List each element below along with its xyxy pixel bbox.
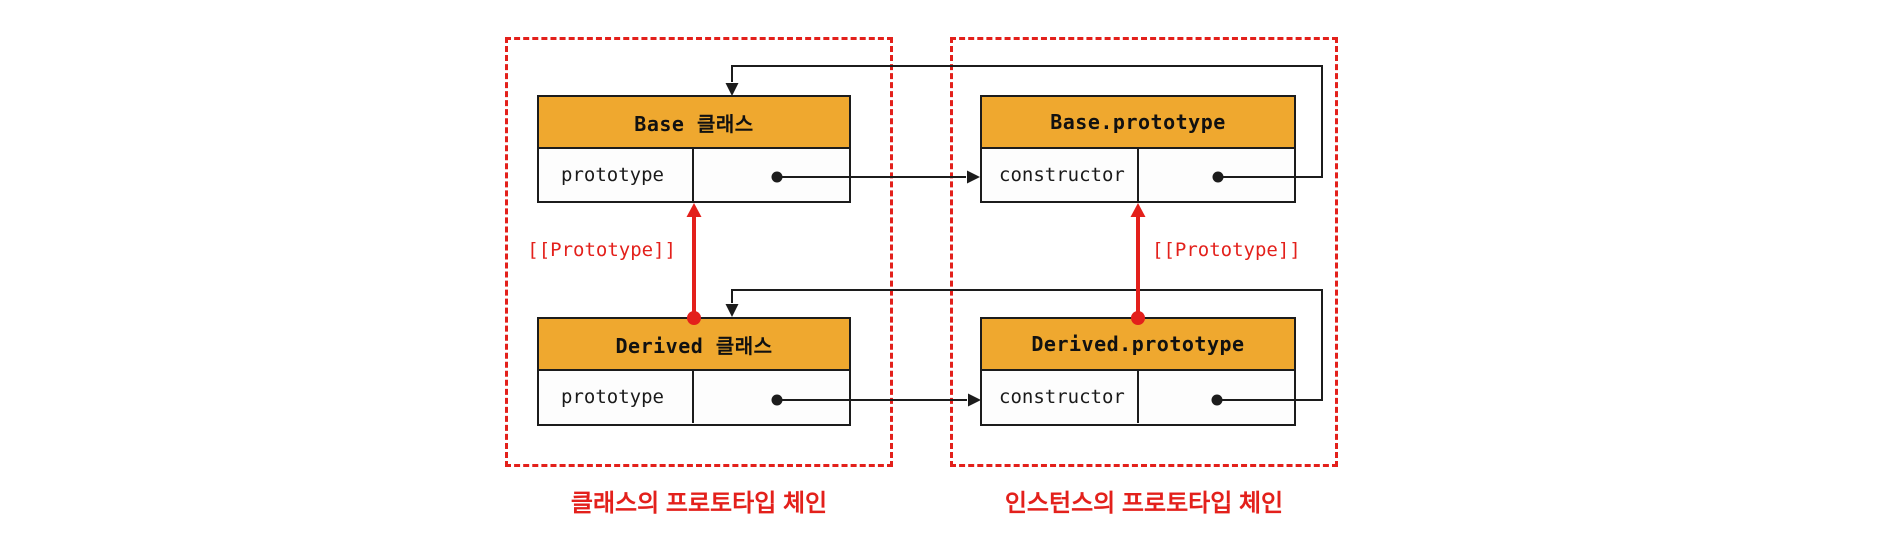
instance-chain-caption: 인스턴스의 프로토타입 체인 <box>1004 490 1284 517</box>
node-derived-class-title: Derived 클래스 <box>539 319 849 371</box>
node-derived-prototype: Derived.prototype constructor <box>980 317 1296 426</box>
node-base-prototype-slot-label: constructor <box>982 149 1139 201</box>
node-derived-prototype-slot-value <box>1139 371 1294 423</box>
instance-chain-group-border <box>950 37 1338 467</box>
node-base-class-row: prototype <box>539 149 849 201</box>
node-base-class-title: Base 클래스 <box>539 97 849 149</box>
node-derived-class-slot-value <box>694 371 849 423</box>
node-base-prototype: Base.prototype constructor <box>980 95 1296 203</box>
class-chain-caption: 클래스의 프로토타입 체인 <box>570 490 828 517</box>
node-derived-class: Derived 클래스 prototype <box>537 317 851 426</box>
class-chain-group-border <box>505 37 893 467</box>
node-base-class-slot-value <box>694 149 849 201</box>
prototype-link-label-left: [[Prototype]] <box>527 239 676 261</box>
prototype-link-label-right: [[Prototype]] <box>1152 239 1301 261</box>
node-derived-class-slot-label: prototype <box>539 371 694 423</box>
node-base-prototype-slot-value <box>1139 149 1294 201</box>
node-derived-prototype-title: Derived.prototype <box>982 319 1294 371</box>
node-derived-prototype-row: constructor <box>982 371 1294 423</box>
node-base-prototype-row: constructor <box>982 149 1294 201</box>
node-base-class: Base 클래스 prototype <box>537 95 851 203</box>
node-base-prototype-title: Base.prototype <box>982 97 1294 149</box>
node-base-class-slot-label: prototype <box>539 149 694 201</box>
node-derived-prototype-slot-label: constructor <box>982 371 1139 423</box>
node-derived-class-row: prototype <box>539 371 849 423</box>
